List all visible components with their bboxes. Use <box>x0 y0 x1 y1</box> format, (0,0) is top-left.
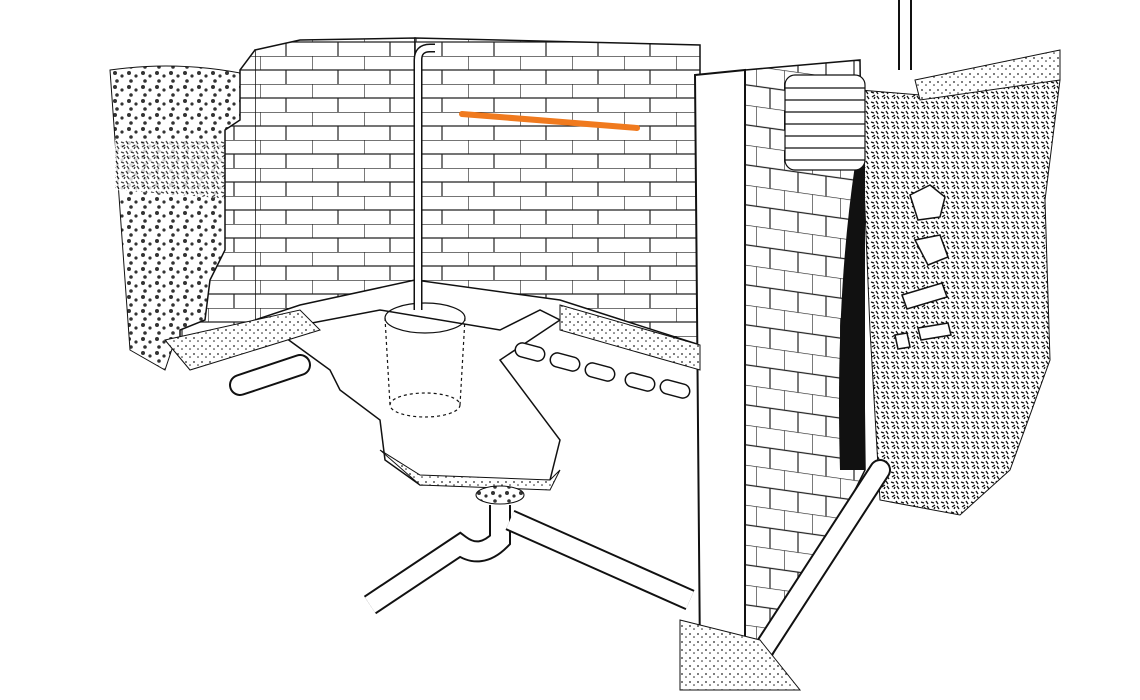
floor-drain-grate <box>475 485 525 505</box>
floor-slab-cutaway <box>273 309 562 486</box>
right-ground-edge <box>914 49 1061 101</box>
waterproof-membrane <box>839 160 865 470</box>
right-soil-section <box>859 79 1061 516</box>
back-footing <box>559 304 701 371</box>
back-block-wall <box>414 37 701 347</box>
membrane-roll <box>784 74 866 171</box>
sump-discharge-pipe-inner <box>415 45 435 310</box>
soil-debris-rocks <box>894 184 952 350</box>
drain-tile-left-inner <box>231 356 309 394</box>
right-wall-end-column <box>693 68 746 661</box>
floor-slab-edge <box>379 449 561 491</box>
drain-trap-pipe-inner <box>365 505 509 613</box>
sump-pit <box>384 302 466 418</box>
left-footing <box>164 309 321 371</box>
drain-tile-right-inner <box>751 461 889 664</box>
sewer-line-pipe-inner <box>506 511 694 609</box>
left-block-wall <box>254 37 416 322</box>
left-soil-layers <box>115 140 245 200</box>
drain-tile-pipes-back <box>514 342 691 399</box>
waterline-highlight <box>459 111 640 131</box>
front-footing <box>679 619 802 691</box>
